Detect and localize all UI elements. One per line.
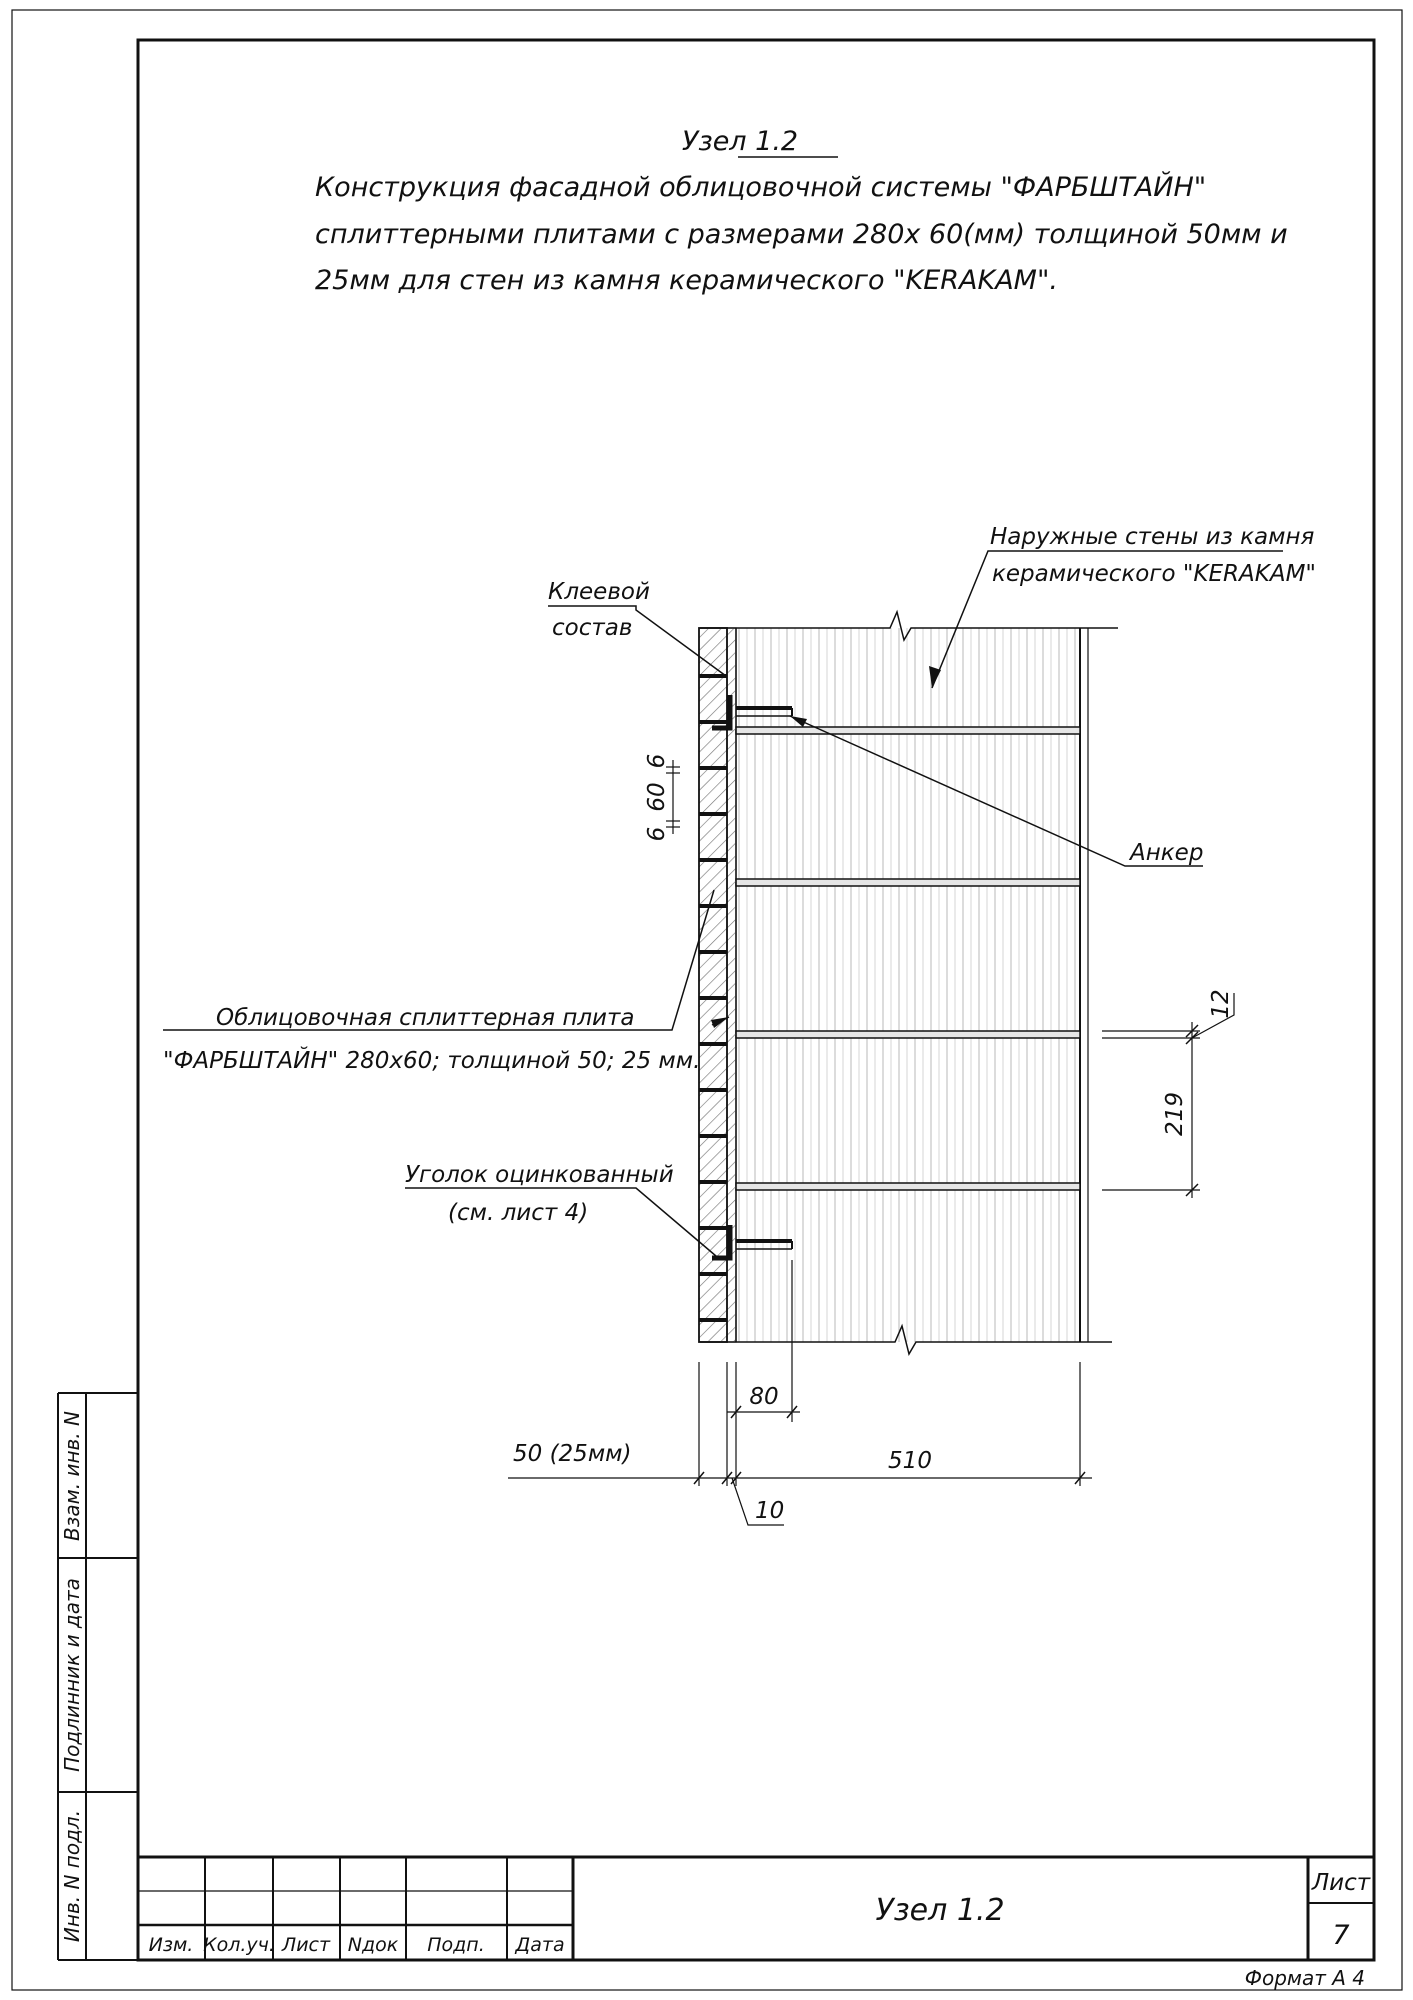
dim-wall-thickness: 510 — [888, 1448, 932, 1474]
bottom-dimensions: 80 50 (25мм) 510 10 — [508, 1260, 1092, 1526]
mortar-joint — [735, 1030, 1081, 1039]
anchor-top — [736, 706, 793, 717]
break-line-bottom — [700, 1323, 1112, 1356]
col-count: Кол.уч. — [203, 1934, 275, 1956]
facing-tiles — [698, 627, 728, 1343]
glue-leader: Клеевой состав — [548, 579, 727, 677]
wall-section — [700, 609, 1118, 1356]
angle-leader: Уголок оцинкованный (см. лист 4) — [405, 1162, 717, 1257]
course-dimension: 12 219 — [1102, 989, 1235, 1198]
mortar-joint — [735, 878, 1081, 887]
side-cell-inventory: Инв. N подл. — [60, 1810, 84, 1942]
side-stamp: Взам. инв. N Подлинник и дата Инв. N под… — [57, 1392, 138, 1961]
inner-frame — [136, 38, 1376, 1962]
glue-label-line-1: Клеевой — [548, 579, 650, 605]
dim-tile-height: 60 — [644, 782, 670, 811]
col-date: Дата — [514, 1934, 564, 1956]
anchor-label: Анкер — [1128, 840, 1203, 866]
wall-label-line-2: керамического "KERAKAM" — [992, 561, 1316, 587]
outer-frame — [11, 9, 1403, 1991]
heading-line-3: 25мм для стен из камня керамического "KE… — [315, 265, 1058, 296]
sheet-number: 7 — [1332, 1920, 1349, 1951]
wall-leader: Наружные стены из камня керамического "K… — [929, 524, 1316, 689]
tile-leader: Облицовочная сплиттерная плита "ФАРБШТАЙ… — [163, 889, 730, 1074]
format-label: Формат А 4 — [1245, 1966, 1365, 1990]
anchor-bottom — [736, 1239, 793, 1250]
wall-label-line-1: Наружные стены из камня — [990, 524, 1315, 550]
dim-joint: 12 — [1208, 989, 1234, 1018]
heading: Узел 1.2 Конструкция фасадной облицовочн… — [315, 126, 1288, 296]
wall-body — [736, 628, 1080, 1342]
dim-tile-gap-2: 6 — [644, 827, 670, 842]
angle-label-line-1: Уголок оцинкованный — [405, 1162, 674, 1188]
angle-label-line-2: (см. лист 4) — [448, 1200, 588, 1226]
angle-bracket-bottom — [712, 1225, 733, 1261]
dim-course: 219 — [1162, 1092, 1188, 1136]
dim-anchor-depth: 80 — [749, 1384, 778, 1410]
heading-line-2: сплиттерными плитами с размерами 280х 60… — [315, 219, 1288, 250]
side-cell-replacement: Взам. инв. N — [60, 1411, 84, 1541]
node-title: Узел 1.2 — [682, 126, 798, 157]
dim-tile-gap: 6 — [644, 754, 670, 769]
dim-tile-thickness: 50 (25мм) — [513, 1441, 632, 1467]
break-line-top — [700, 609, 1118, 642]
tile-label-line-1: Облицовочная сплиттерная плита — [216, 1005, 635, 1031]
tile-height-dimension: 6 60 6 — [644, 754, 680, 842]
col-sheet: Лист — [281, 1934, 331, 1956]
glue-label-line-2: состав — [552, 615, 632, 641]
col-change: Изм. — [149, 1934, 194, 1956]
title-block: Изм. Кол.уч. Лист Nдок Подп. Дата Узел 1… — [138, 1855, 1374, 1960]
heading-line-1: Конструкция фасадной облицовочной систем… — [315, 171, 1206, 203]
mortar-joint — [735, 726, 1081, 735]
col-doc: Nдок — [348, 1934, 399, 1956]
col-sign: Подп. — [427, 1934, 485, 1956]
anchor-leader: Анкер — [789, 715, 1203, 867]
dim-glue-thickness: 10 — [755, 1498, 784, 1524]
mortar-joint — [735, 1182, 1081, 1191]
tile-column — [698, 627, 728, 1343]
angle-bracket-top — [712, 695, 733, 731]
sheet-label: Лист — [1311, 1870, 1371, 1896]
tile-label-line-2: "ФАРБШТАЙН" 280х60; толщиной 50; 25 мм. — [163, 1046, 700, 1074]
stamp-title: Узел 1.2 — [875, 1893, 1004, 1928]
side-cell-original-date: Подлинник и дата — [60, 1578, 84, 1772]
